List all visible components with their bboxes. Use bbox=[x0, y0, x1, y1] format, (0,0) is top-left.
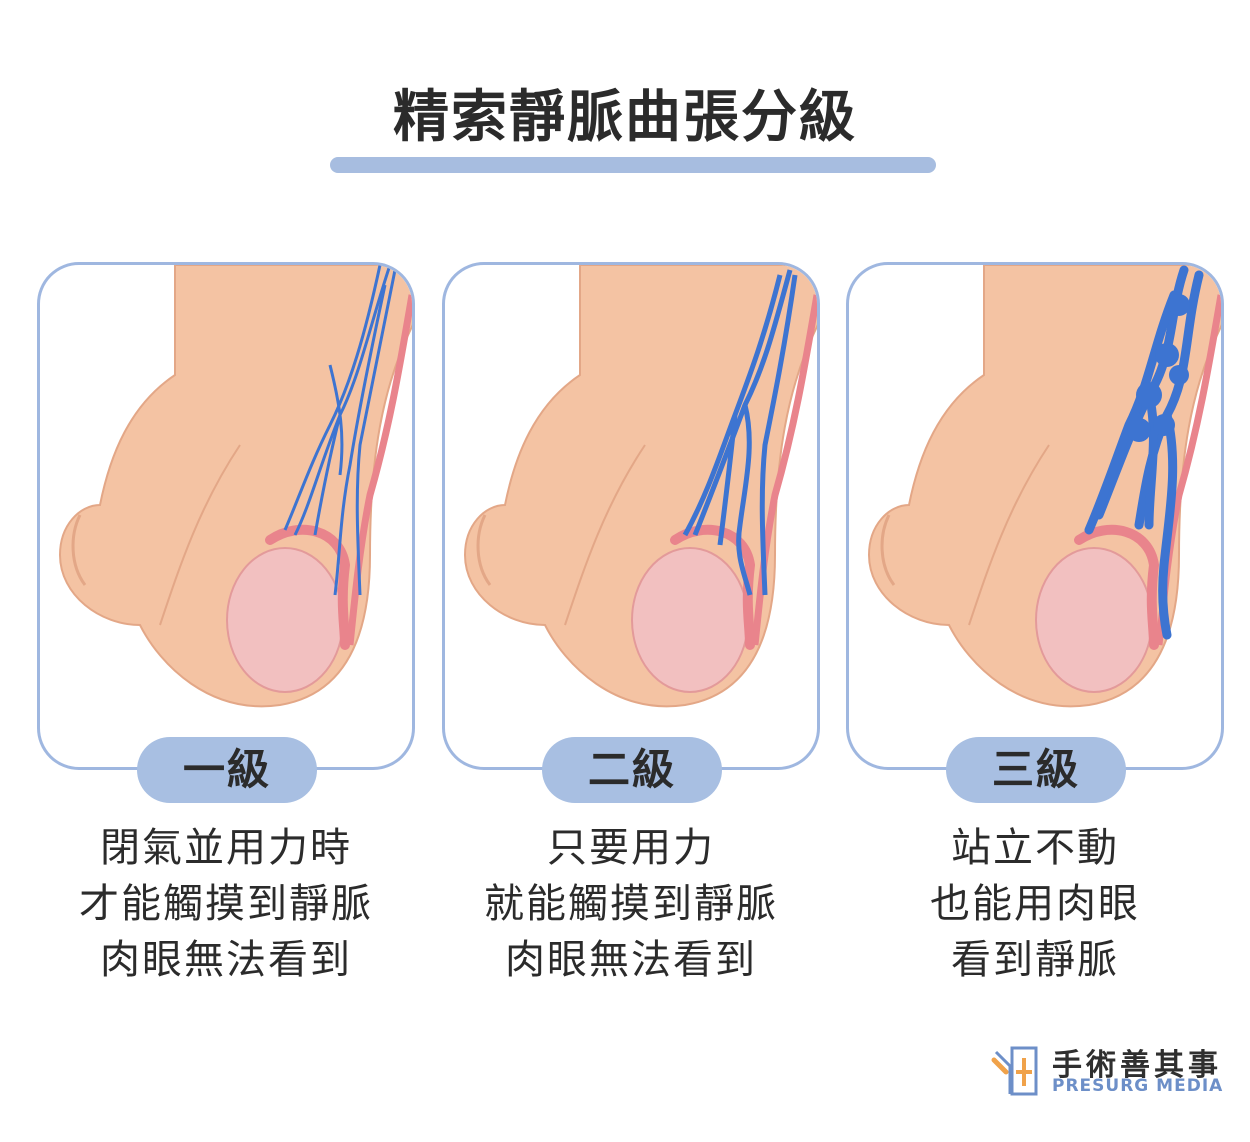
grade-3-line-2: 也能用肉眼 bbox=[930, 881, 1140, 927]
grade-3-illustration bbox=[867, 265, 1221, 708]
grade-1-line-1: 閉氣並用力時 bbox=[100, 825, 352, 871]
grade-2-card bbox=[442, 262, 820, 770]
grade-1-card bbox=[37, 262, 415, 770]
grade-3-badge: 三級 bbox=[946, 737, 1126, 803]
grade-3-line-1: 站立不動 bbox=[951, 825, 1119, 871]
grade-3-description: 站立不動 也能用肉眼 看到靜脈 bbox=[835, 820, 1235, 988]
grade-1-illustration bbox=[58, 265, 412, 708]
grade-1-line-3: 肉眼無法看到 bbox=[100, 937, 352, 983]
grade-2-line-3: 肉眼無法看到 bbox=[505, 937, 757, 983]
logo-chinese-name: 手術善其事 bbox=[1052, 1048, 1222, 1083]
grade-1-badge: 一級 bbox=[137, 737, 317, 803]
grade-2-badge: 二級 bbox=[542, 737, 722, 803]
grade-1-line-2: 才能觸摸到靜脈 bbox=[79, 881, 373, 927]
grade-2-line-1: 只要用力 bbox=[547, 825, 715, 871]
page-title: 精索靜脈曲張分級 bbox=[393, 85, 857, 150]
grade-2-illustration bbox=[463, 265, 817, 708]
grade-3-card bbox=[846, 262, 1224, 770]
grade-2-line-2: 就能觸摸到靜脈 bbox=[484, 881, 778, 927]
presurg-logo: 手術善其事 PRESURG MEDIA bbox=[990, 1040, 1224, 1100]
logo-english-name: PRESURG MEDIA bbox=[1052, 1076, 1224, 1096]
grade-3-line-3: 看到靜脈 bbox=[951, 937, 1119, 983]
grade-1-description: 閉氣並用力時 才能觸摸到靜脈 肉眼無法看到 bbox=[26, 820, 426, 988]
grade-2-description: 只要用力 就能觸摸到靜脈 肉眼無法看到 bbox=[431, 820, 831, 988]
presurg-logo-icon bbox=[991, 1046, 1038, 1096]
title-underline bbox=[330, 157, 936, 173]
